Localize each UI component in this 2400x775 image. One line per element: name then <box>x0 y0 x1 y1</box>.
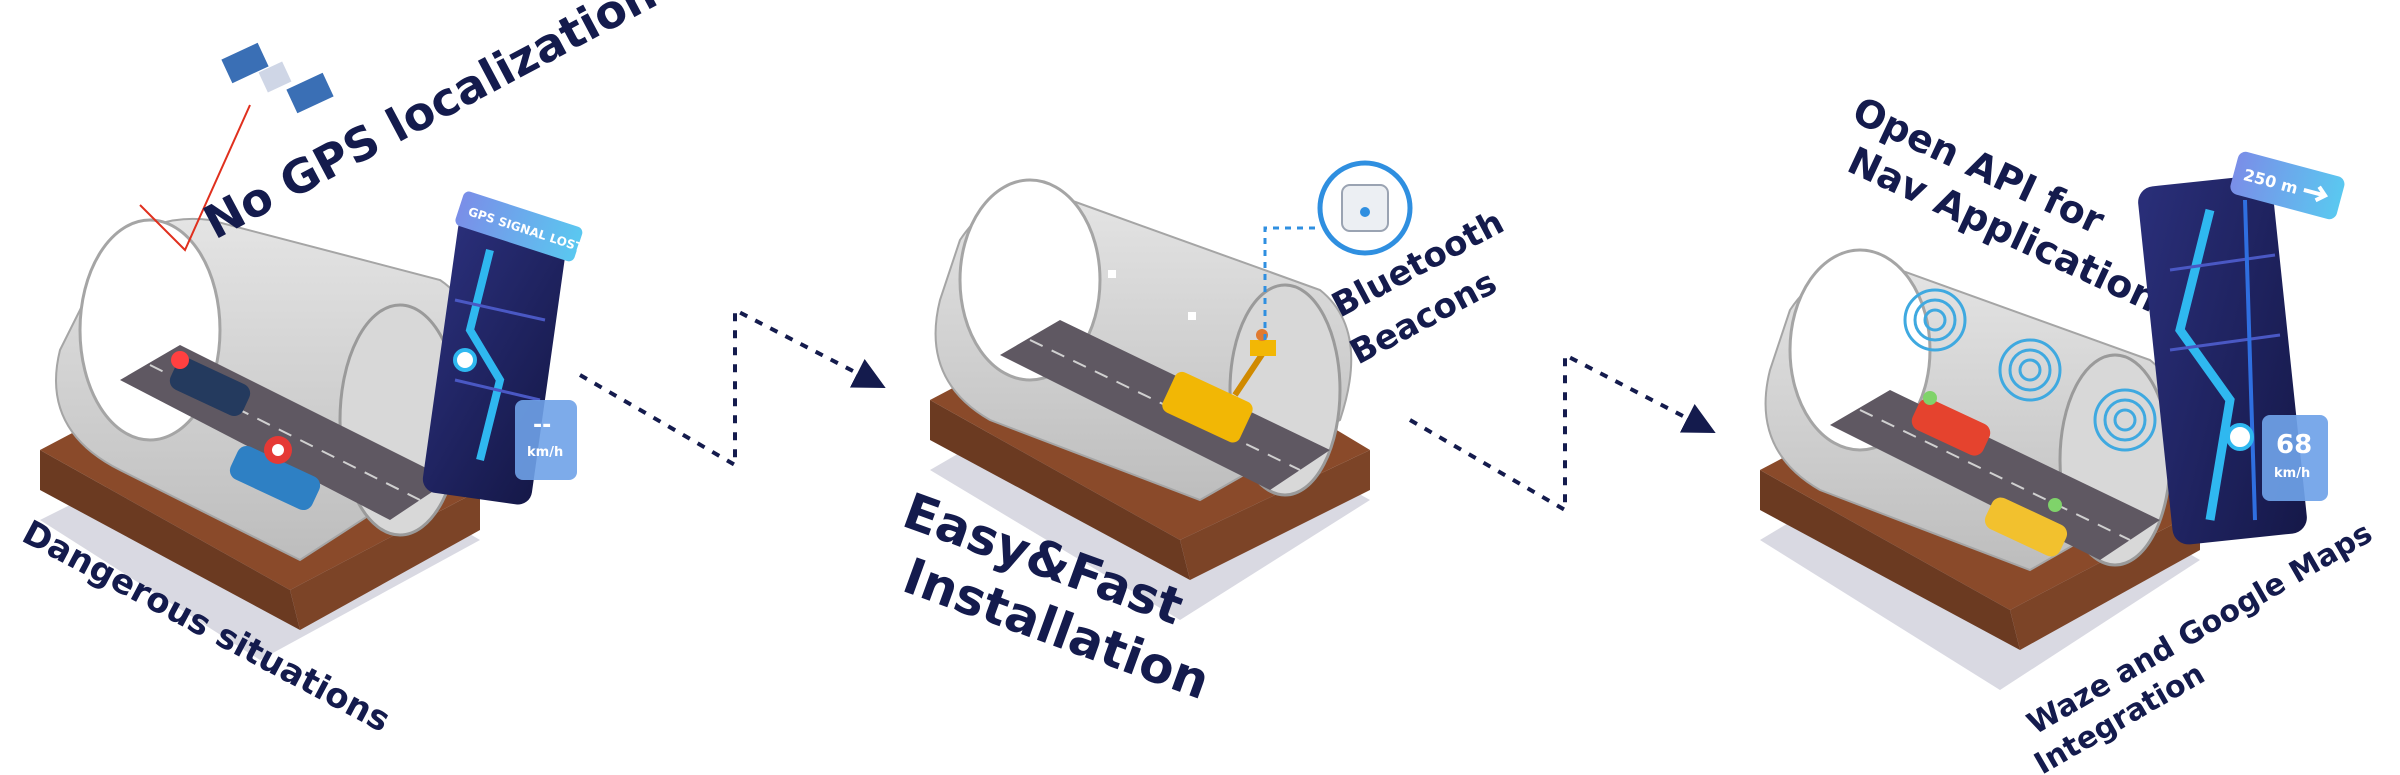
platform-side-left <box>1760 470 2020 650</box>
beacon-signal-icon <box>2093 388 2157 452</box>
phone-gps-lost: GPS SIGNAL LOST -- km/h <box>422 191 586 505</box>
platform-side-left <box>40 450 300 630</box>
stage-1-heading: No GPS localization <box>195 0 665 250</box>
platform-side-right <box>290 490 480 630</box>
beacon-mount <box>1188 312 1196 320</box>
stage-2: Bluetooth Beacons Easy&Fast Installation <box>896 160 1510 711</box>
stage-3: Open API for Nav Applications 250 m 68 k… <box>1760 88 2378 775</box>
lane-line <box>1859 409 2131 541</box>
platform-side-right <box>1180 450 1370 580</box>
flow-arrow-1 <box>578 306 886 469</box>
speed-badge: -- km/h <box>515 400 577 480</box>
distance-banner: 250 m <box>2230 151 2345 220</box>
beacon-mount <box>1108 270 1116 278</box>
red-car-icon <box>1911 391 1991 456</box>
yellow-car-icon <box>1984 497 2068 557</box>
utility-truck-icon <box>1162 329 1276 443</box>
turn-arrow-icon <box>2303 185 2329 203</box>
dark-car-icon <box>169 351 251 417</box>
blue-car-icon <box>229 436 321 511</box>
speed-unit: km/h <box>2274 466 2310 481</box>
beacon-signal-icon <box>1998 338 2062 402</box>
speed-badge: 68 km/h <box>2262 415 2328 501</box>
beacon-device-icon <box>1317 160 1413 256</box>
platform-side-right <box>2010 510 2200 650</box>
beacon-callout-line <box>1263 226 1318 340</box>
stage-1: No GPS localization GPS SIGNAL LOST -- k… <box>16 0 665 741</box>
satellite-icon <box>221 42 334 114</box>
location-pin-icon <box>2226 423 2254 451</box>
flow-arrow-2 <box>1408 351 1716 514</box>
platform-side-left <box>930 400 1190 580</box>
speed-unit: km/h <box>527 445 563 460</box>
speed-value: -- <box>533 413 551 438</box>
phone-navigation: 250 m 68 km/h <box>2138 151 2345 545</box>
beacon-signal-icon <box>1903 288 1967 352</box>
gps-signal-line <box>139 104 251 252</box>
speed-value: 68 <box>2276 430 2312 460</box>
